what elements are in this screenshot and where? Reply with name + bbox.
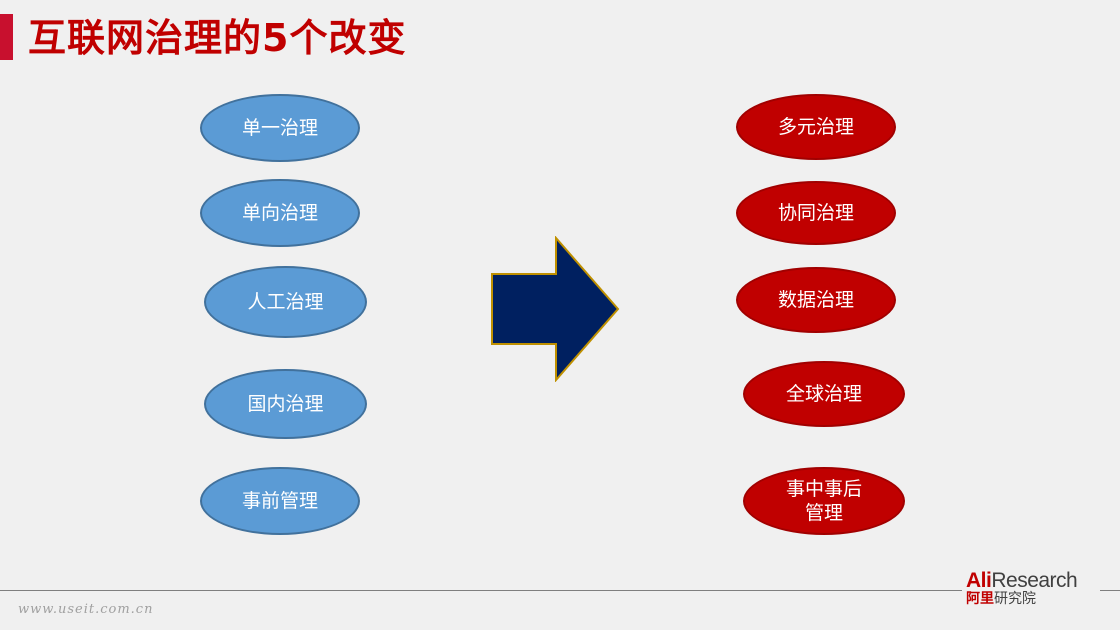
left-item-4-label: 国内治理	[247, 393, 324, 415]
logo-research-text: Research	[991, 569, 1078, 592]
left-item-3-label: 人工治理	[247, 291, 324, 313]
left-item-1-label: 单一治理	[241, 117, 318, 139]
left-item-2-label: 单向治理	[241, 202, 318, 224]
left-item-4: 国内治理	[204, 369, 367, 439]
right-item-1-label: 多元治理	[777, 116, 854, 138]
right-item-4: 全球治理	[743, 361, 905, 427]
right-item-5: 事中事后 管理	[743, 467, 905, 535]
footer-watermark: www.useit.com.cn	[18, 602, 154, 617]
logo-cn-text: 研究院	[994, 591, 1036, 607]
left-item-1: 单一治理	[200, 94, 360, 162]
right-item-2: 协同治理	[736, 181, 896, 245]
right-arrow-icon	[491, 236, 620, 382]
right-item-1: 多元治理	[736, 94, 896, 160]
right-item-3-label: 数据治理	[777, 289, 854, 311]
title-accent-bar	[0, 14, 13, 60]
page-title: 互联网治理的5个改变	[28, 16, 407, 60]
left-item-2: 单向治理	[200, 179, 360, 247]
right-item-5-label: 事中事后 管理	[785, 478, 862, 524]
logo-chinese: 阿里研究院	[966, 592, 1096, 606]
left-item-5: 事前管理	[200, 467, 360, 535]
logo-ali-text: Ali	[966, 569, 992, 592]
right-item-4-label: 全球治理	[785, 383, 862, 405]
left-item-5-label: 事前管理	[241, 490, 318, 512]
logo-english: AliResearch	[966, 570, 1096, 591]
left-item-3: 人工治理	[204, 266, 367, 338]
footer-divider	[0, 590, 1120, 591]
right-item-2-label: 协同治理	[777, 202, 854, 224]
logo-cn-red-text: 阿里	[966, 591, 994, 607]
aliresearch-logo: AliResearch 阿里研究院	[962, 570, 1100, 606]
right-item-3: 数据治理	[736, 267, 896, 333]
